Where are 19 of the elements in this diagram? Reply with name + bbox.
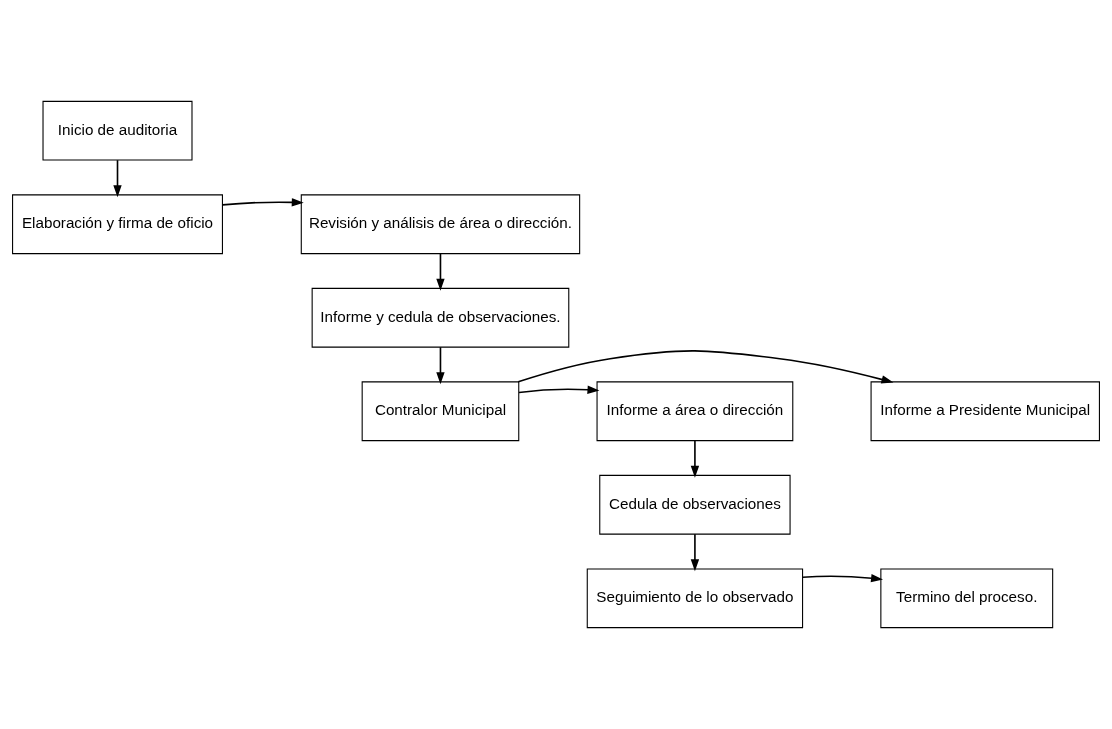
arrow <box>113 159 122 198</box>
node-box: Seguimiento de lo observado <box>586 568 804 629</box>
node-box: Contralor Municipal <box>361 381 520 442</box>
node-box: Elaboración y firma de oficio <box>12 194 223 255</box>
node-box: Informe a área o dirección <box>596 381 794 442</box>
node-box: Inicio de auditoria <box>42 100 193 161</box>
node-box: Termino del proceso. <box>880 568 1054 629</box>
arrow <box>801 574 884 583</box>
arrow <box>690 533 700 572</box>
arrow <box>436 346 445 385</box>
node-box: Cedula de observaciones <box>599 474 791 535</box>
arrow <box>517 350 894 384</box>
arrow <box>518 385 600 394</box>
node-box: Informe a Presidente Municipal <box>870 381 1100 442</box>
arrow <box>221 198 304 207</box>
node-box: Informe y cedula de observaciones. <box>311 287 570 348</box>
arrow <box>690 439 700 478</box>
arrow <box>436 252 445 291</box>
node-box: Revisión y análisis de área o dirección. <box>300 194 581 255</box>
